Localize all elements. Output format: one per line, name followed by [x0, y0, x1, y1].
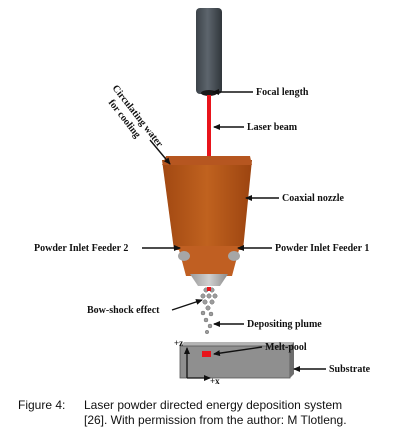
label-substrate: Substrate [329, 364, 371, 375]
melt-pool [202, 351, 211, 357]
coordinate-axes [184, 347, 211, 381]
label-powder-inlet-1: Powder Inlet Feeder 1 [275, 243, 369, 254]
axis-z-label: +z [174, 338, 183, 348]
powder-inlet-1-port [228, 251, 240, 261]
nozzle-lower-section [178, 246, 240, 276]
label-bow-shock: Bow-shock effect [87, 305, 160, 316]
leader-arrows [142, 89, 326, 372]
laser-beam [207, 95, 211, 159]
label-laser-beam: Laser beam [247, 122, 298, 133]
substrate-block [179, 345, 291, 379]
nozzle-top-ring [162, 156, 252, 165]
caption-line-2: [26]. With permission from the author: M… [84, 413, 347, 427]
label-powder-inlet-2: Powder Inlet Feeder 2 [34, 243, 128, 254]
focusing-tube [196, 8, 222, 94]
label-coaxial-nozzle: Coaxial nozzle [282, 193, 344, 204]
laser-focus-point [207, 287, 211, 291]
axis-x-label: +x [210, 376, 220, 386]
nozzle-tip [190, 274, 228, 286]
arrow-bow-shock [171, 299, 203, 311]
figure-caption: Figure 4: Laser powder directed energy de… [18, 398, 396, 428]
substrate-top [180, 342, 294, 346]
powder-inlet-2-port [178, 251, 190, 261]
label-circulating-water: Circulating water for cooling [106, 83, 165, 150]
caption-line-1: Laser powder directed energy deposition … [84, 398, 343, 412]
arrow-circulating-water [149, 139, 171, 165]
powder-particles [200, 287, 218, 335]
arrow-melt-pool [213, 346, 263, 357]
label-melt-pool: Melt-pool [265, 342, 307, 353]
coaxial-nozzle [162, 160, 252, 250]
label-depositing-plume: Depositing plume [247, 319, 322, 330]
caption-number: Figure 4: [18, 398, 66, 412]
label-focal-length: Focal length [256, 87, 309, 98]
